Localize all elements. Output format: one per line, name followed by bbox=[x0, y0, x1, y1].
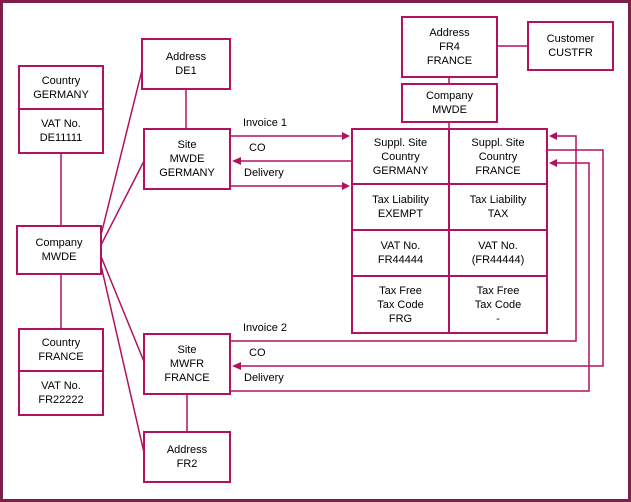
edge-company-sitemwfr bbox=[99, 253, 146, 365]
box-line: (FR44444) bbox=[471, 254, 525, 266]
box-line: DE1 bbox=[175, 65, 197, 77]
box-line: FR4 bbox=[439, 41, 460, 53]
line bbox=[231, 162, 590, 392]
box-line: Company bbox=[425, 90, 474, 102]
box-line: EXEMPT bbox=[377, 208, 424, 220]
box-suppl-site-germany: Suppl. Site Country GERMANY bbox=[351, 128, 450, 185]
arrow-delivery-mwfr bbox=[231, 159, 590, 392]
box-line: Country bbox=[381, 150, 420, 163]
box-line: MWDE bbox=[169, 153, 205, 165]
box-company-mwde: Company MWDE bbox=[16, 225, 102, 275]
box-suppl-site-france: Suppl. Site Country FRANCE bbox=[448, 128, 548, 185]
arrow-invoice-2 bbox=[231, 132, 577, 342]
box-line: VAT No. bbox=[41, 118, 81, 130]
box-line: MWDE bbox=[432, 104, 467, 116]
arrowhead-right-icon bbox=[342, 182, 350, 190]
box-line: CUSTFR bbox=[548, 47, 593, 59]
box-line: FRANCE bbox=[164, 372, 210, 384]
box-line: Address bbox=[166, 444, 208, 456]
box-line: VAT No. bbox=[41, 380, 81, 392]
box-tax-liability-exempt: Tax Liability EXEMPT bbox=[351, 183, 450, 231]
box-tax-liability-tax: Tax Liability TAX bbox=[448, 183, 548, 231]
box-company-mwde-top: Company MWDE bbox=[401, 83, 498, 123]
line bbox=[231, 135, 577, 342]
edge-company-sitemwde bbox=[99, 158, 146, 248]
box-line: GERMANY bbox=[159, 167, 215, 179]
arrow-delivery-mwde bbox=[231, 182, 350, 190]
connector-layer bbox=[60, 45, 604, 458]
box-line: FR2 bbox=[176, 458, 198, 470]
box-line: Tax Free bbox=[379, 284, 422, 297]
arrow-co-mwfr bbox=[232, 149, 604, 370]
box-line: Country bbox=[41, 337, 81, 349]
arrow-invoice-1 bbox=[231, 132, 350, 140]
box-line: DE11111 bbox=[39, 132, 83, 144]
box-vat-de11111: VAT No. DE11111 bbox=[18, 108, 104, 154]
box-line: Site bbox=[177, 344, 197, 356]
box-line: VAT No. bbox=[380, 240, 421, 252]
box-line: Country bbox=[478, 150, 518, 163]
box-line: Tax Code bbox=[474, 298, 522, 311]
line bbox=[99, 65, 144, 240]
box-line: GERMANY bbox=[372, 164, 429, 177]
arrowhead-left-icon bbox=[549, 159, 557, 167]
box-address-fr2: Address FR2 bbox=[143, 431, 231, 483]
box-line: Company bbox=[35, 237, 83, 249]
label-invoice-2: Invoice 2 bbox=[243, 322, 288, 334]
box-line: MWDE bbox=[41, 251, 77, 263]
arrowhead-right-icon bbox=[342, 132, 350, 140]
box-vat-fr44444-paren: VAT No. (FR44444) bbox=[448, 229, 548, 277]
box-line: Tax Liability bbox=[372, 194, 429, 206]
label-co-mwfr: CO bbox=[249, 347, 266, 359]
box-line: - bbox=[496, 312, 500, 325]
box-line: Customer bbox=[546, 33, 595, 45]
box-line: FR22222 bbox=[38, 394, 84, 406]
box-country-germany: Country GERMANY bbox=[18, 65, 104, 110]
box-vat-fr44444: VAT No. FR44444 bbox=[351, 229, 450, 277]
box-site-mwde: Site MWDE GERMANY bbox=[143, 128, 231, 190]
arrowhead-left-icon bbox=[232, 157, 241, 165]
box-line: FRANCE bbox=[426, 55, 473, 67]
box-site-mwfr: Site MWFR FRANCE bbox=[143, 333, 231, 395]
line bbox=[99, 158, 146, 248]
box-address-de1: Address DE1 bbox=[141, 38, 231, 90]
box-address-fr4: Address FR4 FRANCE bbox=[401, 16, 498, 78]
arrow-co-mwde bbox=[232, 157, 351, 165]
label-co-mwde: CO bbox=[249, 142, 266, 154]
label-delivery-mwfr: Delivery bbox=[244, 372, 284, 384]
box-line: Tax Code bbox=[377, 298, 424, 311]
box-line: Address bbox=[429, 27, 470, 39]
line bbox=[241, 149, 604, 367]
edge-company-addressde1 bbox=[99, 65, 144, 240]
label-delivery-mwde: Delivery bbox=[244, 167, 284, 179]
box-line: Address bbox=[165, 51, 207, 63]
box-line: Country bbox=[41, 74, 81, 87]
arrowhead-left-icon bbox=[232, 362, 241, 370]
box-line: FRANCE bbox=[475, 164, 521, 177]
box-line: Suppl. Site bbox=[373, 136, 428, 149]
box-line: FRG bbox=[388, 312, 413, 325]
box-tax-free-code-frg: Tax Free Tax Code FRG bbox=[351, 275, 450, 334]
line bbox=[99, 253, 146, 365]
box-line: TAX bbox=[487, 208, 509, 220]
box-line: GERMANY bbox=[33, 88, 89, 101]
box-country-france: Country FRANCE bbox=[18, 328, 104, 372]
box-line: VAT No. bbox=[478, 240, 518, 252]
box-line: Tax Free bbox=[476, 284, 520, 297]
box-tax-free-code-dash: Tax Free Tax Code - bbox=[448, 275, 548, 334]
label-invoice-1: Invoice 1 bbox=[243, 117, 288, 129]
box-line: FR44444 bbox=[377, 254, 424, 266]
arrowhead-left-icon bbox=[549, 132, 557, 140]
box-line: Tax Liability bbox=[469, 194, 527, 206]
box-line: Site bbox=[177, 139, 197, 151]
box-line: Suppl. Site bbox=[471, 136, 525, 149]
edge-company-addressfr2 bbox=[99, 260, 146, 458]
box-vat-fr22222: VAT No. FR22222 bbox=[18, 370, 104, 416]
box-customer-custfr: Customer CUSTFR bbox=[527, 21, 614, 71]
box-line: MWFR bbox=[169, 358, 205, 370]
line bbox=[99, 260, 146, 458]
box-line: FRANCE bbox=[38, 351, 84, 363]
